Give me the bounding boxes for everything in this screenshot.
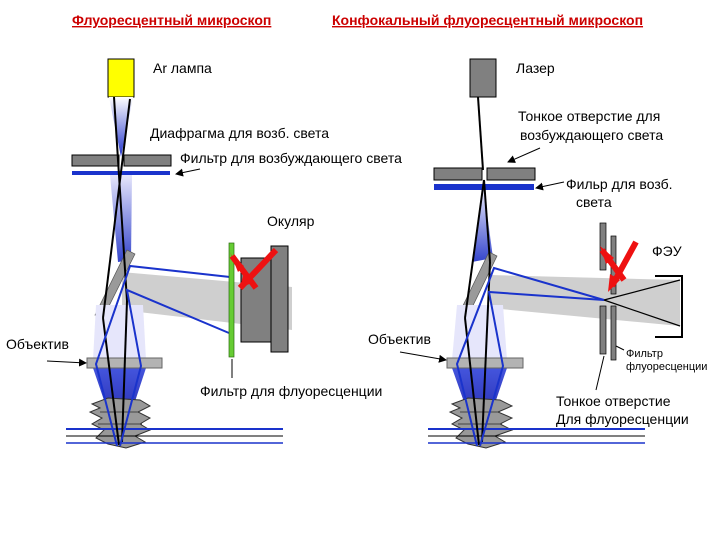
excitation-filter-pointer — [175, 168, 201, 177]
title-fluorescence-microscope: Флуоресцентный микроскоп — [72, 12, 271, 28]
right-emission-filter-label-line2: флуоресценции — [626, 361, 707, 373]
pmt-label: ФЭУ — [652, 243, 682, 259]
right-filter-lower — [599, 305, 607, 355]
aperture-label: Диафрагма для возб. света — [150, 125, 329, 141]
right-excitation-filter-label-line2: света — [576, 194, 612, 210]
right-microscope — [428, 58, 683, 449]
left-microscope — [66, 58, 292, 449]
ar-lamp-label: Ar лампа — [153, 60, 212, 76]
specimen — [88, 397, 152, 449]
laser-beam — [477, 96, 484, 171]
detect-pinhole-label-line2: Для флуоресценции — [556, 411, 689, 427]
right-emission-filter-pointer — [615, 345, 625, 351]
laser-label: Лазер — [516, 60, 555, 76]
pinhole-plate-left — [433, 167, 483, 181]
objective-label-right: Объектив — [368, 331, 431, 347]
pinhole-plate-right — [486, 167, 536, 181]
right-detection-rays — [603, 279, 681, 327]
right-beam-lower — [452, 305, 507, 360]
ar-lamp-icon — [107, 58, 135, 98]
right-excitation-filter-pointer — [535, 181, 565, 191]
right-emission-filter-label-line1: Фильтр — [626, 348, 663, 360]
pinhole-label-line1: Тонкое отверстие для — [518, 108, 660, 124]
right-filter-upper — [599, 222, 607, 271]
pinhole-pointer — [507, 147, 541, 163]
detect-pinhole-label-line1: Тонкое отверстие — [556, 393, 671, 409]
eyepiece-cap — [270, 245, 289, 353]
right-excitation-filter-label-line1: Фильр для возб. — [566, 176, 673, 192]
emission-rays — [94, 264, 231, 447]
aperture-plate-left — [71, 154, 120, 167]
right-emission-wedge — [490, 275, 680, 326]
objective-pointer-left — [46, 358, 87, 367]
red-arrow-right-2 — [608, 240, 639, 292]
excitation-rays — [102, 96, 131, 446]
title-confocal-microscope: Конфокальный флуоресцентный микроскоп — [332, 12, 643, 28]
red-arrow-left-2 — [237, 247, 279, 291]
pmt-detector-icon — [655, 275, 683, 338]
detect-pinhole-pointer — [595, 355, 605, 391]
aperture-plate-right — [123, 154, 172, 167]
emission-filter-bar — [228, 242, 235, 358]
emission-filter-label: Фильтр для флуоресценции — [200, 383, 382, 399]
right-emission-rays — [455, 266, 605, 447]
pinhole-label-line2: возбуждающего света — [520, 127, 663, 143]
objective-pointer-right — [399, 351, 447, 363]
excitation-filter-label: Фильтр для возбуждающего света — [180, 150, 402, 166]
objective-label-left: Объектив — [6, 336, 69, 352]
right-emission-filter-lower — [610, 305, 617, 361]
laser-icon — [469, 58, 497, 98]
eyepiece-label: Окуляр — [267, 213, 315, 229]
